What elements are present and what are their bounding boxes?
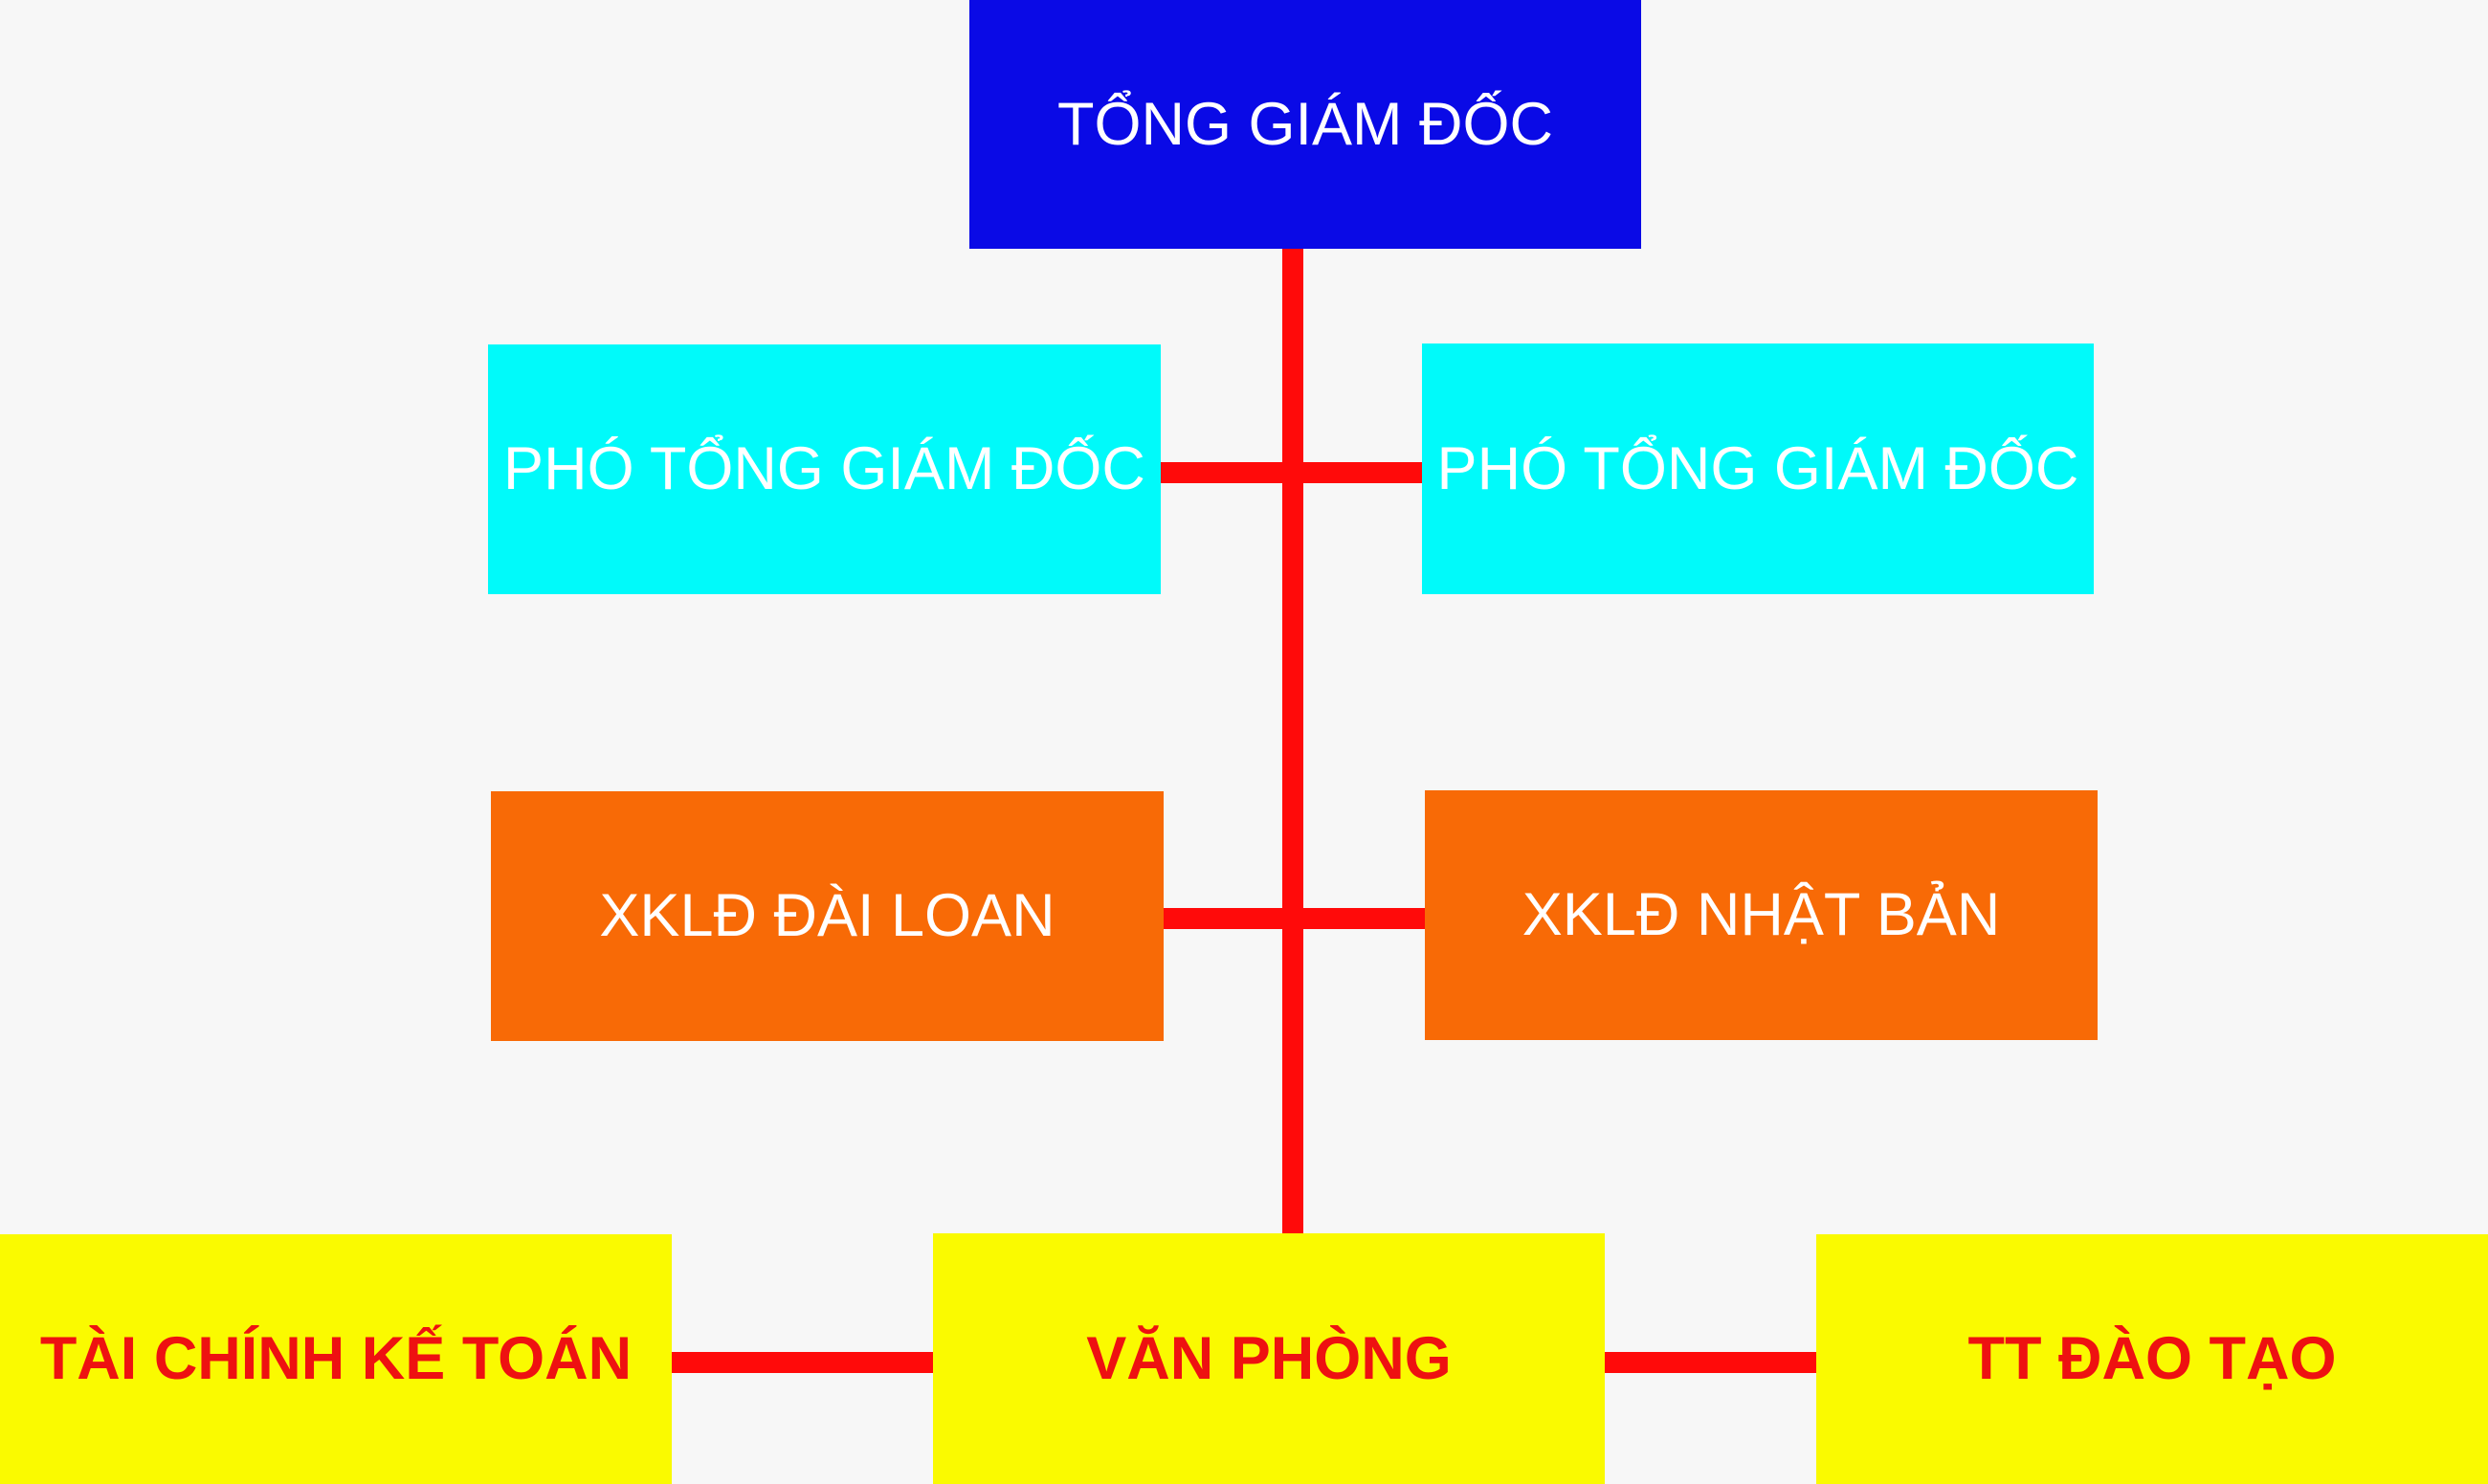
connector-deputy-left: [1160, 462, 1294, 483]
ceo-box: TỔNG GIÁM ĐỐC: [969, 0, 1641, 249]
finance-accounting-box: TÀI CHÍNH KẾ TOÁN: [0, 1234, 672, 1484]
deputy-label-right: PHÓ TỔNG GIÁM ĐỐC: [1436, 434, 2079, 502]
deputy-box-right: PHÓ TỔNG GIÁM ĐỐC: [1422, 343, 2094, 594]
connector-finance: [670, 1352, 936, 1373]
xkld-japan-box: XKLĐ NHẬT BẢN: [1425, 790, 2098, 1040]
xkld-japan-label: XKLĐ NHẬT BẢN: [1522, 881, 2001, 948]
connector-training: [1603, 1352, 1818, 1373]
training-center-box: TT ĐÀO TẠO: [1816, 1234, 2488, 1484]
office-label: VĂN PHÒNG: [1086, 1324, 1452, 1392]
connector-xkld-left: [1163, 908, 1294, 929]
xkld-taiwan-box: XKLĐ ĐÀI LOAN: [491, 791, 1164, 1041]
ceo-label: TỔNG GIÁM ĐỐC: [1057, 90, 1553, 158]
deputy-label-left: PHÓ TỔNG GIÁM ĐỐC: [503, 435, 1145, 502]
connector-xkld-right: [1292, 908, 1427, 929]
office-box: VĂN PHÒNG: [933, 1233, 1605, 1484]
connector-main-trunk: [1282, 244, 1303, 1234]
training-center-label: TT ĐÀO TẠO: [1967, 1325, 2337, 1392]
connector-deputy-right: [1292, 462, 1424, 483]
xkld-taiwan-label: XKLĐ ĐÀI LOAN: [599, 882, 1055, 949]
finance-accounting-label: TÀI CHÍNH KẾ TOÁN: [39, 1325, 633, 1392]
deputy-box-left: PHÓ TỔNG GIÁM ĐỐC: [488, 344, 1161, 594]
